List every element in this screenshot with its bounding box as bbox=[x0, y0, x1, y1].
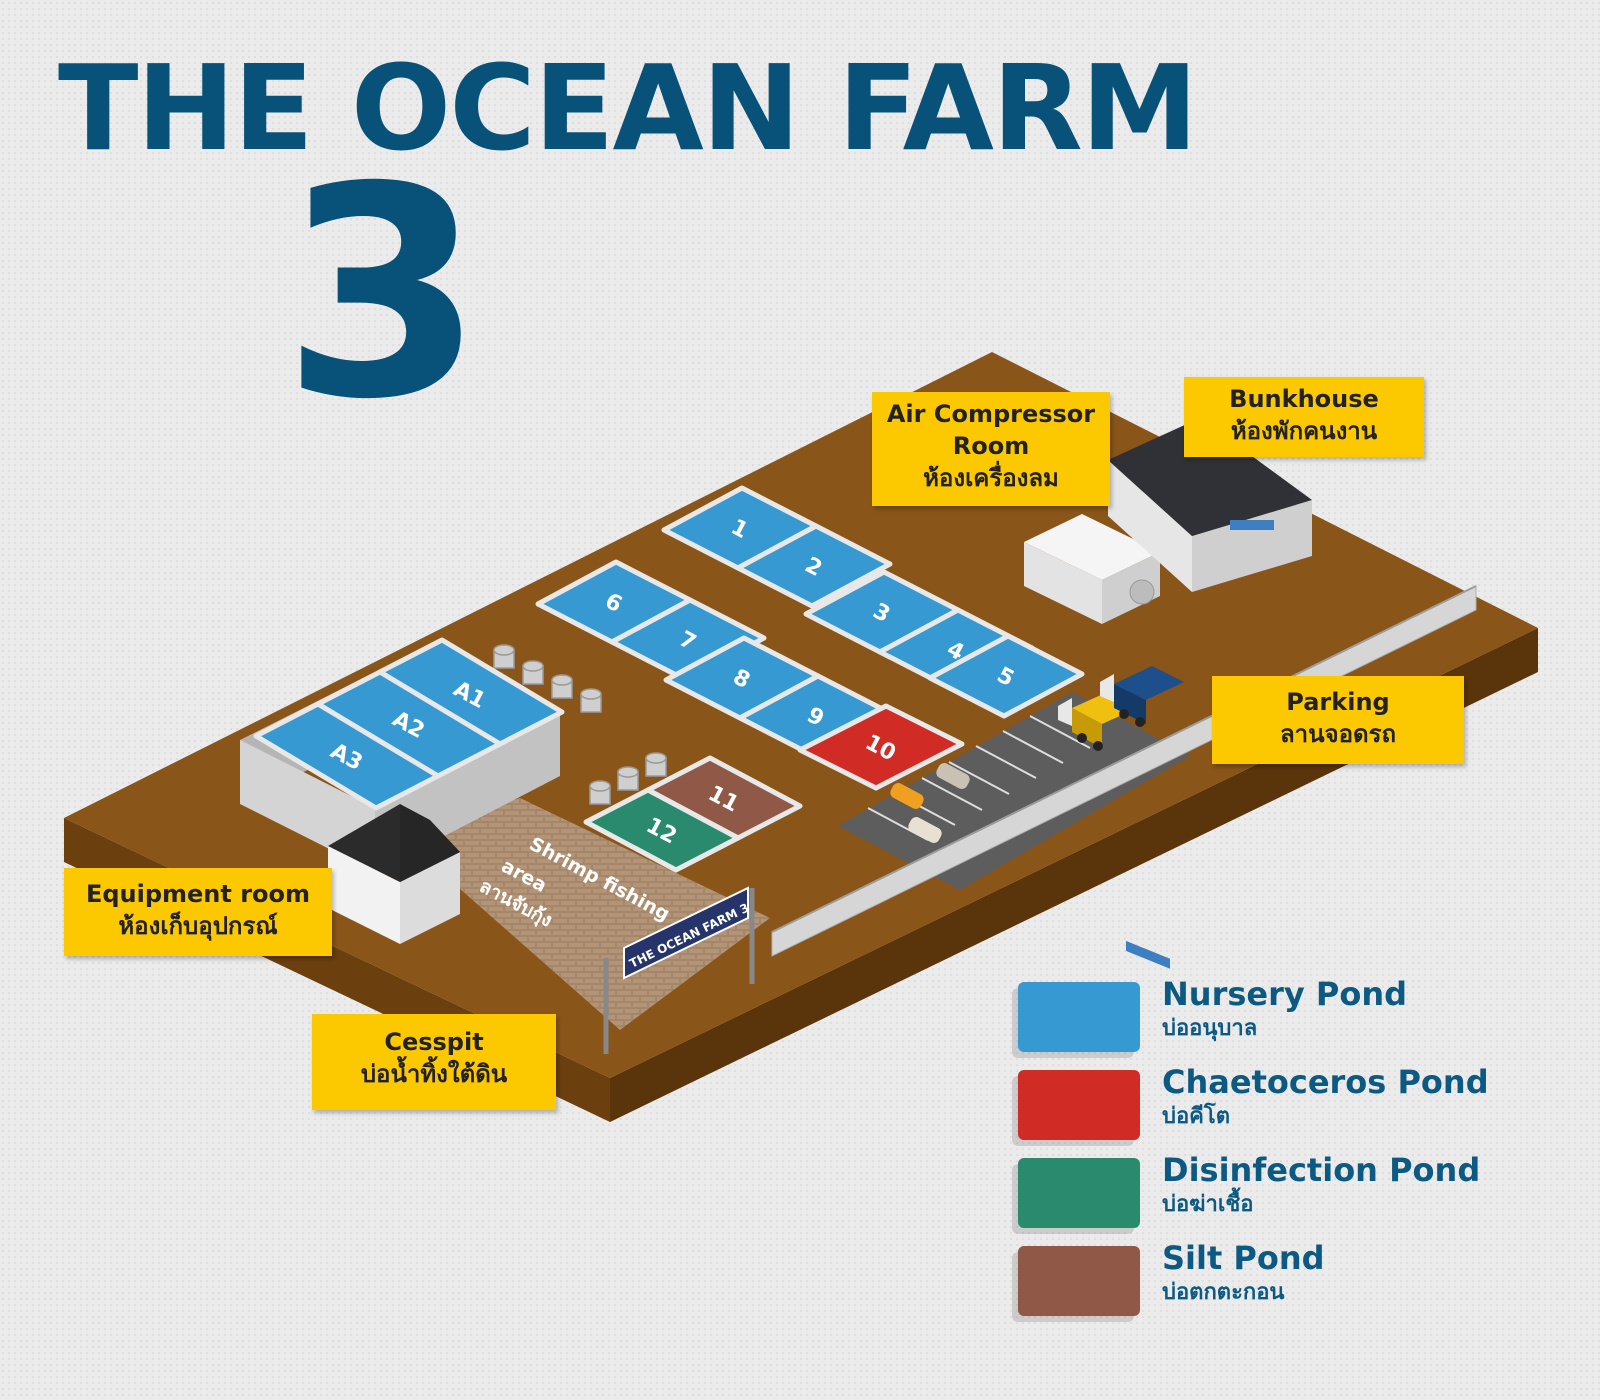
pond-2: 2 bbox=[735, 523, 893, 609]
pond-surface bbox=[253, 701, 441, 811]
car-icon bbox=[890, 783, 924, 809]
callout-air-compressor-th: ห้องเครื่องลม bbox=[923, 464, 1059, 492]
legend-label-en: Chaetoceros Pond bbox=[1162, 1063, 1489, 1101]
pond-12: 12 bbox=[583, 787, 741, 873]
pond-10: 10 bbox=[797, 703, 965, 791]
shrimp-fishing-area: Shrimp fishing area ลานจับกุ้ง bbox=[400, 798, 770, 1030]
callout-cesspit: Cesspit บ่อน้ำทิ้งใต้ดิน bbox=[312, 1014, 556, 1110]
callout-bunkhouse-th: ห้องพักคนงาน bbox=[1230, 417, 1378, 445]
page-title: THE OCEAN FARM bbox=[58, 39, 1198, 177]
callout-air-compressor: Air Compressor Room ห้องเครื่องลม bbox=[872, 392, 1110, 506]
legend-label-th: บ่ออนุบาล bbox=[1162, 1016, 1258, 1041]
callout-cesspit-th: บ่อน้ำทิ้งใต้ดิน bbox=[360, 1060, 508, 1088]
pond-a3: A3 bbox=[253, 701, 441, 811]
legend-label-en: Silt Pond bbox=[1162, 1239, 1325, 1277]
car-icon bbox=[908, 817, 942, 843]
farm-number: 3 bbox=[282, 126, 484, 463]
callout-air-compressor-en2: Room bbox=[952, 432, 1030, 460]
equipment-room bbox=[328, 804, 460, 944]
pond-surface bbox=[609, 597, 767, 683]
parking-lot bbox=[838, 666, 1190, 890]
legend-label-th: บ่อฆ่าเชื้อ bbox=[1162, 1192, 1254, 1217]
storage-tanks bbox=[493, 644, 667, 805]
legend-label-en: Disinfection Pond bbox=[1162, 1151, 1481, 1189]
air-compressor-unit bbox=[1024, 514, 1160, 624]
legend-label-th: บ่อคีโต bbox=[1162, 1104, 1230, 1129]
callout-equipment: Equipment room ห้องเก็บอุปกรณ์ bbox=[64, 868, 332, 956]
legend-swatch bbox=[1018, 1158, 1140, 1228]
pond-surface bbox=[583, 787, 741, 873]
callout-bunkhouse: Bunkhouse ห้องพักคนงาน bbox=[1184, 377, 1424, 457]
legend-label-en: Nursery Pond bbox=[1162, 975, 1407, 1013]
callout-parking: Parking ลานจอดรถ bbox=[1212, 676, 1464, 764]
truck-icon bbox=[1100, 666, 1184, 727]
legend-swatch bbox=[1018, 1246, 1140, 1316]
callout-air-compressor-en1: Air Compressor bbox=[886, 400, 1096, 428]
legend-swatch bbox=[1018, 982, 1140, 1052]
callout-equipment-th: ห้องเก็บอุปกรณ์ bbox=[118, 912, 278, 940]
pond-surface bbox=[797, 703, 965, 791]
bunkhouse-building bbox=[1108, 418, 1312, 969]
pond-5: 5 bbox=[927, 633, 1085, 719]
legend-label-th: บ่อตกตะกอน bbox=[1162, 1280, 1285, 1305]
callout-cesspit-en: Cesspit bbox=[384, 1028, 484, 1056]
callout-bunkhouse-en: Bunkhouse bbox=[1229, 385, 1379, 413]
pond-surface bbox=[927, 633, 1085, 719]
callout-equipment-en: Equipment room bbox=[85, 880, 311, 908]
car-icon bbox=[936, 763, 970, 789]
pond-7: 7 bbox=[609, 597, 767, 683]
callout-parking-th: ลานจอดรถ bbox=[1279, 720, 1397, 748]
callout-parking-en: Parking bbox=[1286, 688, 1390, 716]
legend-swatch bbox=[1018, 1070, 1140, 1140]
pond-surface bbox=[735, 523, 893, 609]
